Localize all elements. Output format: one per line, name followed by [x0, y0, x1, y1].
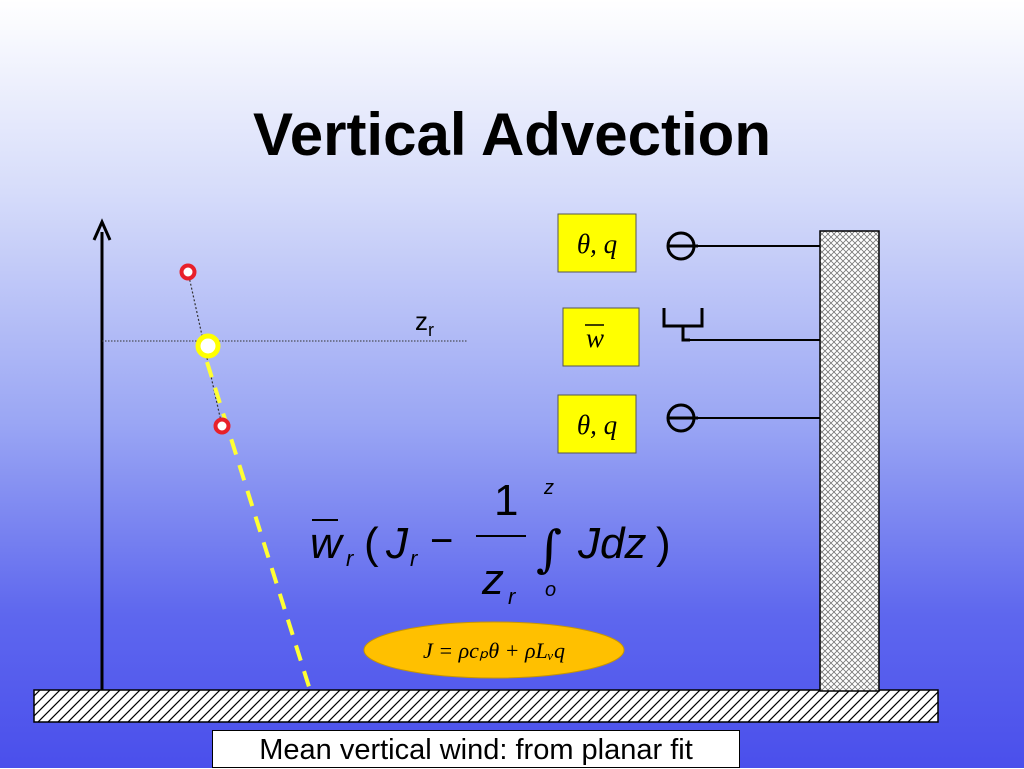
- eq-numerator: 1: [494, 476, 518, 525]
- eq-denominator-subscript: r: [508, 584, 517, 609]
- ground-surface: [33, 689, 939, 723]
- extrapolated-profile-line: [205, 361, 312, 691]
- bottom-temperature-humidity-sensor: [666, 403, 698, 433]
- bottom-sensor-label: θ, q: [577, 410, 617, 440]
- eq-minus: −: [430, 519, 453, 563]
- reference-height-label: zr: [415, 306, 434, 340]
- flux-definition: J = ρcₚθ + ρLᵥq: [363, 621, 625, 679]
- eq-integral: ∫: [536, 520, 562, 578]
- bottom-sensor-label-box: θ, q: [557, 394, 637, 454]
- eq-w: w: [310, 519, 345, 568]
- tower: [819, 230, 880, 692]
- top-sensor-label-box: θ, q: [557, 213, 637, 273]
- eq-open-paren: (: [364, 519, 379, 568]
- lower-measurement-marker: [213, 417, 231, 435]
- axis-arrowhead: [92, 218, 112, 241]
- reference-height-marker: [195, 333, 221, 359]
- eq-integrand: Jdz: [577, 519, 646, 568]
- eq-close-paren: ): [656, 519, 671, 568]
- top-temperature-humidity-sensor: [666, 231, 698, 261]
- middle-sensor-label-box: w: [562, 307, 640, 367]
- eq-J-subscript: r: [410, 546, 419, 571]
- eq-lower-limit: o: [545, 579, 556, 601]
- top-sensor-label: θ, q: [577, 229, 617, 259]
- eq-w-subscript: r: [346, 546, 355, 571]
- eq-denominator: z: [481, 555, 504, 604]
- slide-title: Vertical Advection: [253, 101, 771, 168]
- sonic-anemometer: [662, 308, 704, 342]
- vertical-advection-equation: w r ( J r − 1 z r ∫ z o Jdz ): [310, 476, 671, 609]
- flux-definition-text: J = ρcₚθ + ρLᵥq: [423, 638, 565, 663]
- upper-measurement-marker: [179, 263, 197, 281]
- middle-sensor-label: w: [586, 323, 604, 353]
- eq-upper-limit: z: [543, 477, 554, 499]
- eq-J: J: [385, 519, 409, 568]
- caption-box: Mean vertical wind: from planar fit: [212, 730, 740, 768]
